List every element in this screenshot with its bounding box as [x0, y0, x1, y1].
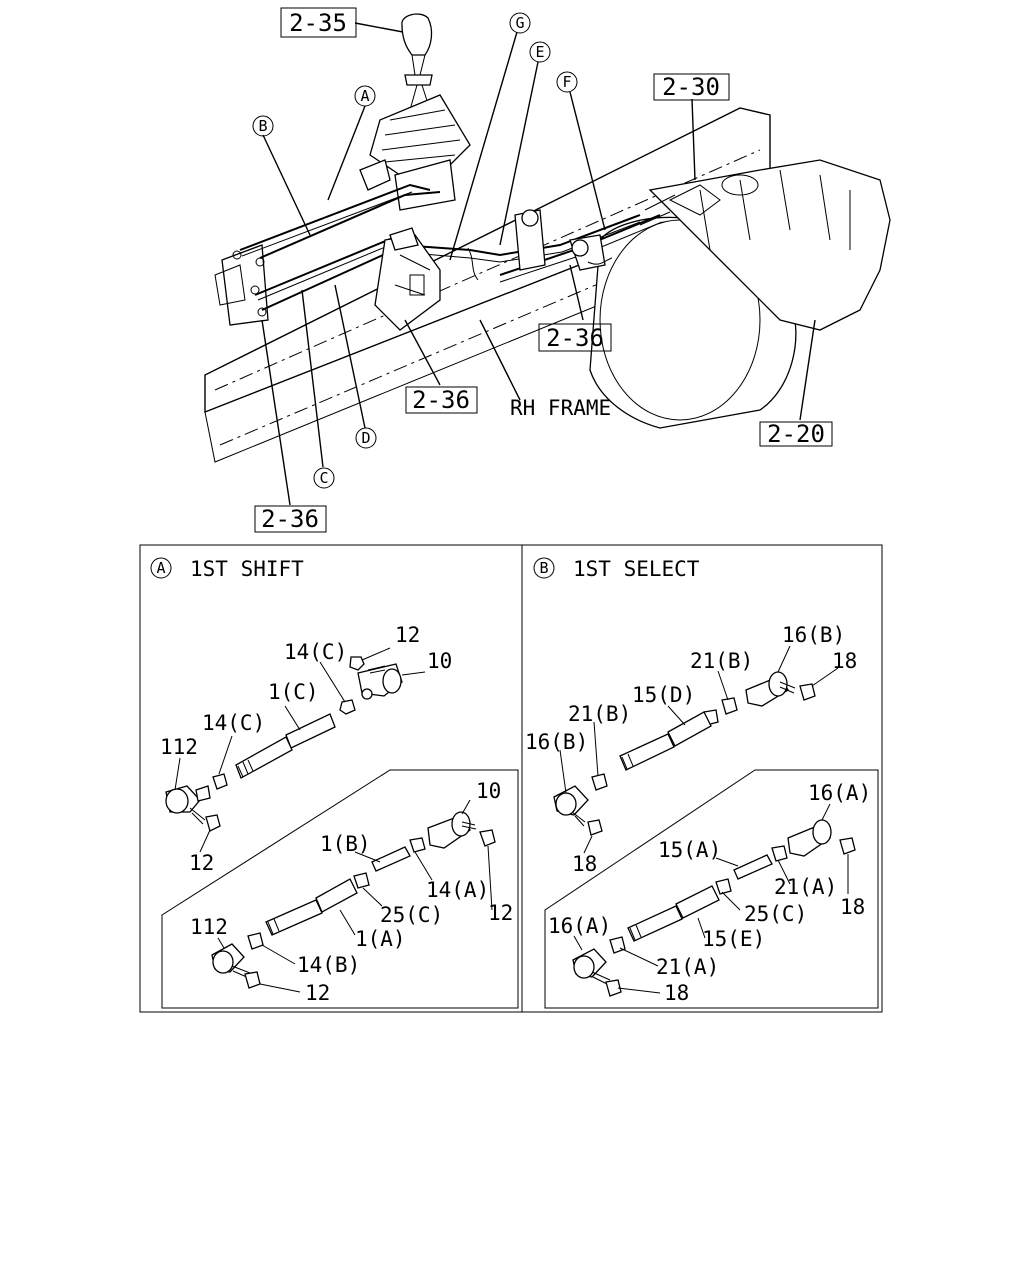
svg-text:C: C	[319, 469, 328, 487]
panel-a-1st-shift: A 1ST SHIFT	[150, 557, 519, 1009]
part-label-14c: 14(C)	[284, 640, 347, 664]
cable-bracket-transmission	[514, 209, 613, 271]
callout-b: B	[252, 115, 274, 137]
callout-f: F	[556, 71, 578, 93]
panel-b-title: 1ST SELECT	[573, 557, 700, 581]
svg-text:G: G	[515, 14, 524, 32]
svg-text:2-36: 2-36	[412, 386, 470, 414]
svg-text:2-30: 2-30	[662, 73, 720, 101]
callout-g: G	[509, 12, 531, 34]
part-label-12: 12	[488, 901, 513, 925]
part-label-16a: 16(A)	[808, 781, 871, 805]
part-label-15a: 15(A)	[658, 838, 721, 862]
part-label-12: 12	[395, 623, 420, 647]
part-label-14b: 14(B)	[297, 953, 360, 977]
svg-text:B: B	[258, 117, 267, 135]
part-label-10: 10	[427, 649, 452, 673]
transmission-engine	[589, 159, 891, 429]
part-label-18: 18	[664, 981, 689, 1005]
callout-e: E	[529, 41, 551, 63]
panel-a-inset	[161, 769, 519, 1009]
svg-text:D: D	[361, 429, 370, 447]
panel-a-title: 1ST SHIFT	[190, 557, 304, 581]
panel-a-upper-parts	[165, 656, 403, 832]
ref-box-bracket-transmission: 2-36	[538, 323, 612, 352]
cable-bracket-center	[374, 227, 441, 331]
panel-b-inset	[544, 769, 879, 1009]
part-label-15e: 15(E)	[702, 927, 765, 951]
part-label-1b: 1(B)	[320, 832, 371, 856]
svg-text:E: E	[535, 43, 544, 61]
svg-text:2-36: 2-36	[261, 505, 319, 533]
part-label-21b: 21(B)	[690, 649, 753, 673]
part-label-16a: 16(A)	[548, 914, 611, 938]
callout-c: C	[313, 467, 335, 489]
ref-box-bracket-frame: 2-36	[405, 386, 478, 414]
part-label-16b: 16(B)	[525, 730, 588, 754]
part-label-112: 112	[160, 735, 198, 759]
panel-b-badge: B	[533, 557, 555, 579]
part-label-25c: 25(C)	[380, 903, 443, 927]
ref-box-transmission: 2-30	[653, 73, 730, 101]
part-label-21b: 21(B)	[568, 702, 631, 726]
svg-text:2-36: 2-36	[546, 324, 604, 352]
detail-panels-frame	[139, 544, 883, 1013]
part-label-16b: 16(B)	[782, 623, 845, 647]
cable-bracket-left	[214, 244, 269, 326]
panel-b-leaders	[559, 645, 849, 994]
ref-box-bracket-front: 2-36	[254, 505, 327, 533]
svg-text:F: F	[562, 73, 571, 91]
part-label-112: 112	[190, 915, 228, 939]
callout-d: D	[355, 427, 377, 449]
part-label-12: 12	[305, 981, 330, 1005]
svg-text:B: B	[539, 559, 548, 577]
part-label-15d: 15(D)	[632, 683, 695, 707]
rh-frame-label: RH FRAME	[510, 396, 611, 420]
ref-box-engine: 2-20	[759, 420, 833, 448]
svg-text:A: A	[156, 559, 165, 577]
svg-text:A: A	[360, 87, 369, 105]
part-label-18: 18	[572, 852, 597, 876]
part-label-18: 18	[832, 649, 857, 673]
part-label-1a: 1(A)	[355, 927, 406, 951]
panel-b-1st-select: B 1ST SELECT	[525, 557, 879, 1009]
part-label-12: 12	[189, 851, 214, 875]
shift-lever-assembly	[359, 13, 471, 211]
part-label-10: 10	[476, 779, 501, 803]
panel-b-upper-parts	[553, 671, 816, 836]
callout-a: A	[354, 85, 376, 107]
panel-a-badge: A	[150, 557, 172, 579]
svg-text:2-35: 2-35	[289, 9, 347, 37]
part-label-18: 18	[840, 895, 865, 919]
overview-leaders	[261, 22, 816, 506]
part-label-25c: 25(C)	[744, 902, 807, 926]
part-label-14a: 14(A)	[426, 878, 489, 902]
part-label-14c: 14(C)	[202, 711, 265, 735]
part-label-21a: 21(A)	[774, 875, 837, 899]
ref-box-shift-lever: 2-35	[280, 7, 357, 38]
overview-illustration: 2-35 2-30 2-20 2-36 2-36 2-36 A B	[204, 7, 891, 533]
part-label-1c: 1(C)	[268, 680, 319, 704]
svg-text:2-20: 2-20	[767, 420, 825, 448]
panel-a-leaders	[174, 647, 493, 993]
part-label-21a: 21(A)	[656, 955, 719, 979]
